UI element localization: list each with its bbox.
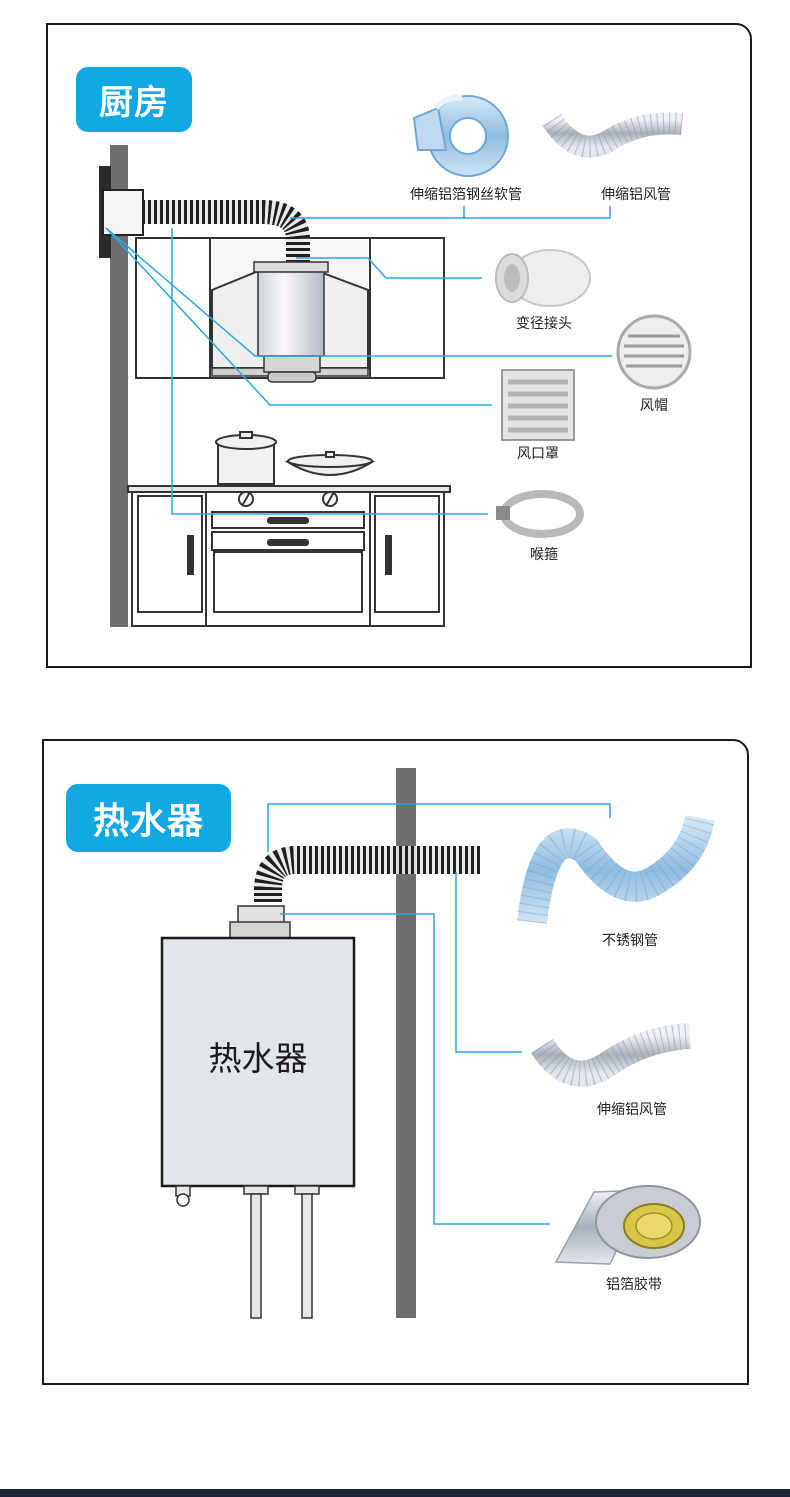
heater-flex-hose bbox=[254, 846, 480, 902]
vent-cover-icon bbox=[501, 369, 575, 441]
cooking-pot bbox=[215, 431, 277, 485]
aluminum-foil-tape-icon bbox=[554, 1185, 701, 1265]
part-label-vent-cover: 风口罩 bbox=[517, 446, 559, 462]
vent-cap-icon bbox=[616, 314, 692, 390]
kitchen-flex-hose bbox=[142, 200, 310, 262]
part-label-aluminum-duct: 伸缩铝风管 bbox=[601, 187, 671, 203]
wall-sleeve bbox=[102, 189, 144, 236]
part-label-foil-tape: 铝箔胶带 bbox=[606, 1277, 662, 1293]
stainless-steel-pipe-icon bbox=[517, 814, 715, 924]
kitchen-counter bbox=[127, 485, 451, 627]
heater-wall bbox=[396, 768, 416, 1318]
kitchen-connector-lines bbox=[105, 206, 612, 515]
part-label-hose-clamp: 喉箍 bbox=[530, 547, 558, 563]
kitchen-title-badge: 厨房 bbox=[76, 67, 192, 132]
reducer-cylinder bbox=[257, 265, 325, 357]
footer-bar bbox=[0, 1489, 790, 1497]
reducer-connector-icon bbox=[495, 249, 591, 307]
part-label-vent-cap: 风帽 bbox=[640, 398, 668, 414]
water-heater-body bbox=[160, 936, 356, 1188]
part-label-stainless-pipe: 不锈钢管 bbox=[602, 933, 658, 949]
part-label-foil-hose: 伸缩铝箔钢丝软管 bbox=[410, 187, 522, 203]
heater-connector-lines bbox=[267, 803, 611, 1225]
wok bbox=[284, 451, 376, 476]
aluminum-foil-steel-wire-hose-icon bbox=[412, 94, 509, 177]
hose-clamp-icon bbox=[496, 490, 584, 538]
water-heater-title-badge: 热水器 bbox=[66, 784, 231, 852]
part-label-aluminum-duct-2: 伸缩铝风管 bbox=[597, 1102, 667, 1118]
kitchen-scene bbox=[99, 94, 692, 627]
water-heater-scene bbox=[160, 768, 715, 1319]
part-label-reducer: 变径接头 bbox=[516, 316, 572, 332]
heater-pipes bbox=[175, 1185, 320, 1319]
water-heater-body-label: 热水器 bbox=[208, 1039, 308, 1078]
kitchen-wall bbox=[110, 145, 128, 627]
